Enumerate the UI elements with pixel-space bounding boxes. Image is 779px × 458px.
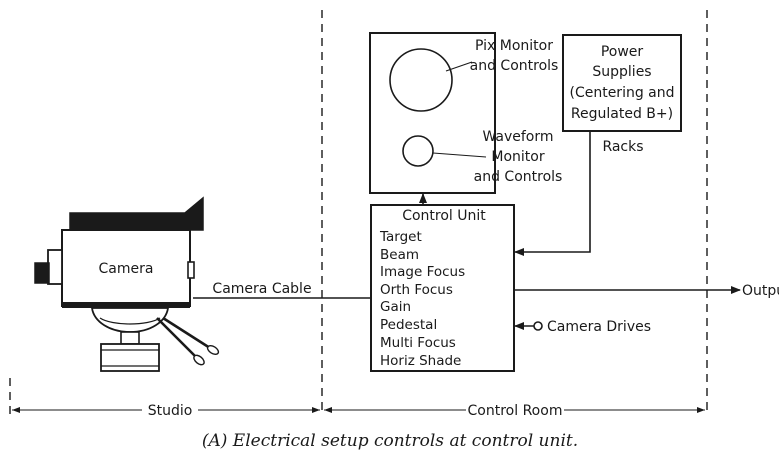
camera-label: Camera <box>99 261 154 277</box>
control-room-label: Control Room <box>468 403 563 419</box>
camera-body <box>61 229 191 307</box>
control-unit-item-orth-focus: Orth Focus <box>380 282 453 298</box>
pix-monitor-leader <box>445 61 473 72</box>
control-unit-title: Control Unit <box>402 208 486 224</box>
control-unit-item-beam: Beam <box>380 247 419 263</box>
power-supplies-label-line-4: Regulated B+) <box>571 106 673 122</box>
control-unit-item-gain: Gain <box>380 299 411 315</box>
power-supplies-label-line-3: (Centering and <box>569 85 674 101</box>
control-unit-item-pedestal: Pedestal <box>380 317 437 333</box>
camera-drives-label: Camera Drives <box>547 319 651 335</box>
waveform-monitor-label-line-3: and Controls <box>474 169 563 185</box>
control-unit-box <box>370 204 515 372</box>
camera-drives-terminal <box>533 321 543 331</box>
pan-handle-1 <box>156 317 197 358</box>
waveform-monitor-screen <box>402 135 434 167</box>
camera-lens-housing <box>47 249 63 285</box>
monitor-rack <box>369 32 496 194</box>
waveform-monitor-leader <box>432 152 487 158</box>
camera-hood <box>69 196 204 231</box>
camera-cable-label: Camera Cable <box>212 281 311 297</box>
power-supplies-to-control-unit-arrow <box>514 131 591 256</box>
pix-monitor-label-line-2: and Controls <box>470 58 559 74</box>
pan-handle-2 <box>162 316 211 350</box>
control-room-span <box>324 407 705 413</box>
control-unit-item-horiz-shade: Horiz Shade <box>380 353 461 369</box>
pix-monitor-label-line-1: Pix Monitor <box>475 38 553 54</box>
control-unit-item-target: Target <box>379 229 422 245</box>
control-unit-item-multi-focus: Multi Focus <box>380 335 456 351</box>
power-supplies-label-line-1: Power <box>601 44 644 60</box>
control-unit-item-image-focus: Image Focus <box>380 264 465 280</box>
pan-handle-grip-1 <box>193 354 205 366</box>
figure-caption: (A) Electrical setup controls at control… <box>202 431 578 451</box>
output-label: Output <box>742 283 779 299</box>
pan-handle-grip-2 <box>206 344 220 356</box>
power-supplies-label-line-2: Supplies <box>592 64 651 80</box>
power-supplies-box <box>562 34 682 132</box>
pedestal-column <box>120 331 140 345</box>
pix-monitor-screen <box>389 48 453 112</box>
studio-label: Studio <box>148 403 193 419</box>
camera-illustration <box>34 196 220 372</box>
waveform-monitor-label-line-1: Waveform <box>482 129 553 145</box>
studio-span <box>12 407 320 413</box>
waveform-monitor-label-line-2: Monitor <box>491 149 544 165</box>
camera-base-band <box>62 302 190 308</box>
racks-label: Racks <box>602 139 643 155</box>
camera-mount-shadow <box>99 317 161 325</box>
camera-lens <box>34 262 50 284</box>
pedestal-base <box>100 343 160 372</box>
camera-side-knob <box>187 261 195 279</box>
